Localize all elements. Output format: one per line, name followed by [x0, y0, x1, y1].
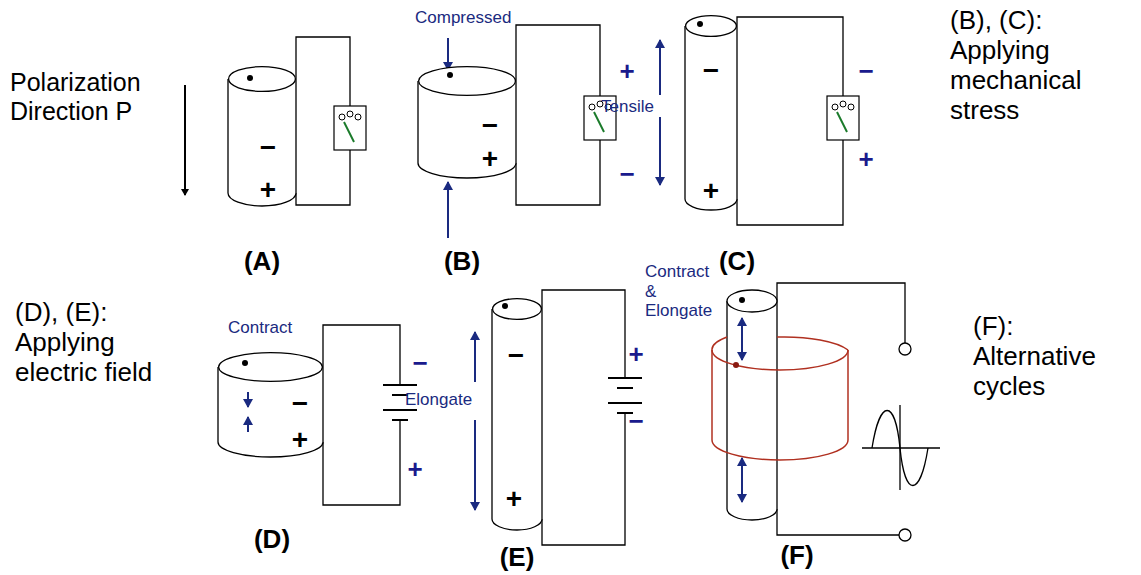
polarity-sign: +	[292, 426, 308, 454]
wire	[296, 17, 905, 545]
polarity-sign: −	[508, 342, 524, 370]
panel-label: (B)	[444, 247, 480, 277]
panel-label: (D)	[254, 525, 290, 555]
strain-label: Contract	[228, 318, 292, 338]
meter-symbol	[334, 106, 366, 150]
note-text: (F): Alternative cycles	[973, 312, 1138, 402]
panel-label: (E)	[500, 543, 535, 573]
force-label: Compressed	[415, 8, 511, 28]
piezo-cylinder: −+	[218, 352, 323, 457]
polarity-sign: −	[260, 134, 276, 162]
polarity-sign: +	[506, 485, 522, 513]
piezo-cylinder: −+	[685, 15, 737, 210]
terminal-sign: −	[628, 407, 643, 437]
terminal-sign: +	[628, 340, 643, 370]
piezo-cylinder	[727, 290, 777, 520]
piezo-cylinder: −+	[228, 66, 296, 206]
panel-label: (F)	[780, 541, 813, 571]
terminal-sign: +	[858, 145, 873, 175]
polarity-sign: −	[292, 390, 308, 418]
terminal-sign: −	[412, 349, 427, 379]
terminal-sign: +	[407, 455, 422, 485]
terminal-sign: −	[858, 57, 873, 87]
meter-symbol	[827, 96, 859, 140]
pole-dot	[733, 362, 739, 368]
polarity-sign: −	[482, 112, 498, 140]
note-text: (B), (C): Applying mechanical stress	[950, 6, 1138, 126]
terminal-sign: −	[619, 160, 634, 190]
pole-dot	[739, 297, 745, 303]
strain-label: Contract & Elongate	[645, 262, 725, 321]
terminal	[899, 343, 911, 355]
terminal-sign: +	[619, 57, 634, 87]
cylinder-outline	[418, 66, 516, 178]
terminal	[899, 529, 911, 541]
polarization-arrow	[184, 85, 186, 195]
piezo-cylinder: −+	[492, 298, 542, 530]
piezo-ring	[712, 337, 848, 460]
polarity-sign: +	[482, 145, 498, 173]
force-label: Tensile	[601, 97, 654, 117]
polarity-sign: +	[703, 177, 719, 205]
strain-arrow	[741, 318, 743, 502]
polarity-sign: −	[703, 57, 719, 85]
polarity-sign: +	[260, 176, 276, 204]
note-text: (D), (E): Applying electric field	[15, 298, 155, 388]
panel-label: (C)	[719, 247, 755, 277]
axis-label: Polarization Direction P	[10, 68, 175, 126]
piezo-cylinder: −+	[418, 66, 516, 178]
ac-symbol	[862, 405, 940, 490]
strain-label: Elongate	[405, 390, 472, 410]
panel-label: (A)	[244, 247, 280, 277]
